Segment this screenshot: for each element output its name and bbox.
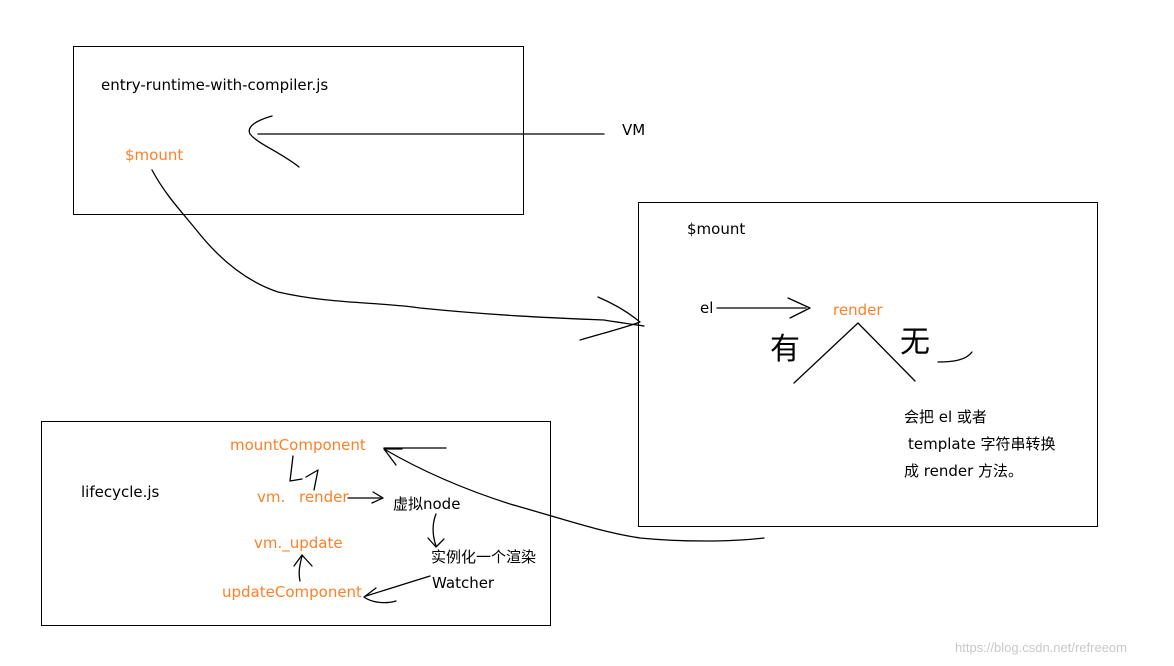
mc-to-render-bracket bbox=[289, 455, 303, 482]
watermark: https://blog.csdn.net/refreeom bbox=[955, 640, 1127, 655]
vm-update-label: vm._update bbox=[254, 534, 343, 552]
entry-mount-label: $mount bbox=[125, 146, 184, 164]
entry-file-label: entry-runtime-with-compiler.js bbox=[101, 76, 329, 94]
watcher-to-update-line bbox=[365, 575, 431, 597]
lifecycle-file-label: lifecycle.js bbox=[81, 483, 160, 501]
return-arrow-head bbox=[383, 448, 403, 466]
el-label: el bbox=[700, 299, 714, 317]
has-label: 有 bbox=[770, 332, 800, 367]
watcher-to-update-head bbox=[363, 587, 397, 604]
vnode-to-watcher-head bbox=[427, 537, 445, 548]
lifecycle-box bbox=[41, 421, 551, 626]
none-tail bbox=[937, 351, 973, 363]
mount-note-line2: template 字符串转换 bbox=[908, 435, 1056, 453]
lifecycle-render-label: render bbox=[299, 488, 349, 506]
mc-to-render-connector bbox=[305, 469, 319, 491]
update-to-vm-update bbox=[298, 555, 303, 582]
vm-prefix-label: vm. bbox=[257, 488, 286, 506]
watcher-line2: Watcher bbox=[432, 574, 495, 592]
mount-box-title: $mount bbox=[687, 220, 746, 238]
mount-render-label: render bbox=[833, 301, 883, 319]
update-component-label: updateComponent bbox=[222, 583, 362, 601]
vm-label: VM bbox=[622, 121, 646, 139]
mount-note-line1: 会把 el 或者 bbox=[904, 408, 987, 426]
mount-curve-head bbox=[579, 296, 641, 341]
el-arrow-head bbox=[787, 297, 811, 319]
mount-curve bbox=[151, 169, 645, 327]
mount-box bbox=[638, 202, 1098, 527]
mount-note-line3: 成 render 方法。 bbox=[904, 462, 1024, 480]
return-curve bbox=[383, 448, 765, 542]
watcher-line1: 实例化一个渲染 bbox=[431, 548, 537, 566]
vnode-to-watcher bbox=[432, 513, 437, 547]
render-caret bbox=[793, 322, 916, 384]
mount-component-label: mountComponent bbox=[230, 436, 366, 454]
none-label: 无 bbox=[900, 325, 930, 360]
update-to-vm-update-head bbox=[293, 554, 313, 567]
vnode-label: 虚拟node bbox=[393, 495, 461, 513]
vm-arrow-head bbox=[248, 115, 300, 168]
entry-runtime-box bbox=[73, 46, 524, 215]
render-to-vnode-head bbox=[371, 491, 384, 504]
